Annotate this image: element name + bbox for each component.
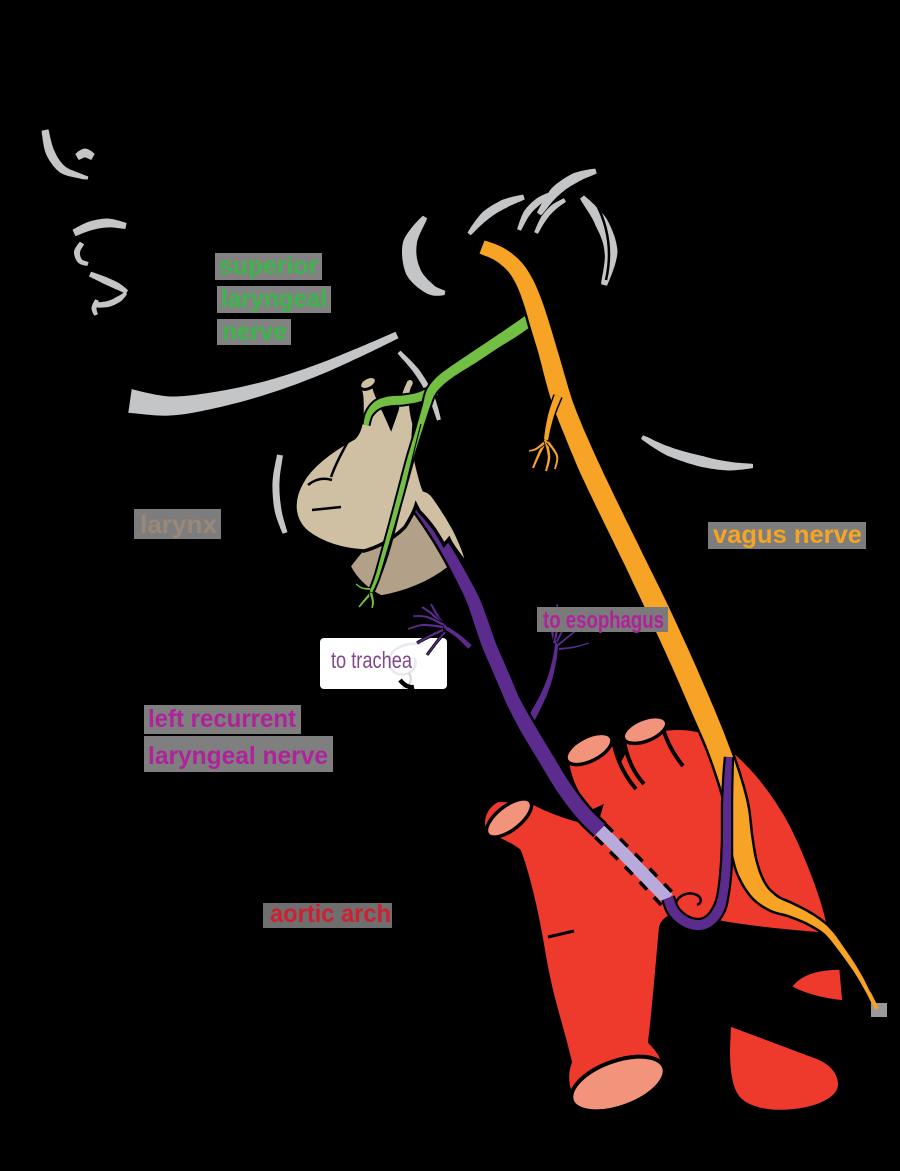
svg-text:to trachea: to trachea (331, 647, 412, 673)
svg-text:nerve: nerve (222, 318, 287, 346)
svg-text:laryngeal nerve: laryngeal nerve (148, 742, 328, 770)
svg-text:left recurrent: left recurrent (148, 705, 297, 733)
svg-text:aortic arch: aortic arch (270, 900, 391, 928)
svg-text:superior: superior (219, 252, 318, 280)
svg-text:vagus nerve: vagus nerve (713, 521, 862, 549)
svg-text:larynx: larynx (140, 511, 217, 539)
svg-text:laryngeal: laryngeal (221, 285, 327, 313)
svg-text:to esophagus: to esophagus (543, 607, 664, 634)
